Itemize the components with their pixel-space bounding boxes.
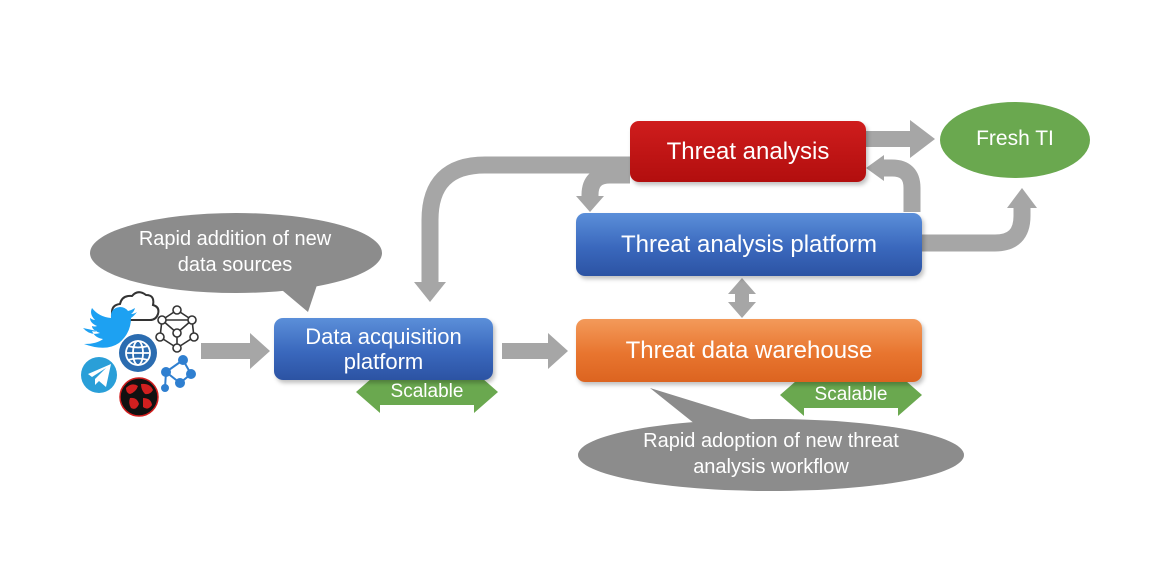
threat-analysis-label: Threat analysis [666, 137, 830, 165]
network-mesh-icon [155, 305, 199, 353]
callout-new-workflow-text: Rapid adoption of new threat analysis wo… [643, 430, 899, 478]
arrow-platform-to-fresh-ti [922, 205, 1031, 252]
globe-icon [119, 334, 157, 372]
threat-analysis-platform-node: Threat analysis platform [576, 213, 922, 276]
arrow-platform-to-analysis [880, 159, 921, 212]
scalable-arrow-acquisition [356, 371, 498, 413]
fresh-ti-shape [940, 102, 1090, 178]
arrow-acquisition-to-warehouse [502, 333, 568, 369]
threat-analysis-platform-label: Threat analysis platform [620, 230, 878, 258]
arrowhead-platform [576, 196, 604, 212]
telegram-icon [81, 357, 117, 393]
curved-arrows [421, 156, 1031, 285]
arrow-analysis-to-fresh-ti [866, 120, 935, 158]
threat-data-warehouse-node: Threat data warehouse [576, 319, 922, 382]
arrow-analysis-to-acquisition [421, 156, 630, 285]
arrow-sources-to-acquisition [201, 333, 270, 369]
world-map-icon [119, 377, 159, 417]
scalable-acquisition-label: Scalable [390, 381, 464, 402]
data-sources [81, 291, 199, 417]
data-acquisition-node: Data acquisition platform [274, 318, 493, 380]
arrowhead-acquisition [414, 282, 446, 302]
fresh-ti-label: Fresh TI [976, 127, 1054, 150]
threat-analysis-node: Threat analysis [630, 121, 866, 182]
flow-arrows [201, 120, 935, 369]
cloud-icon [110, 291, 160, 321]
arrow-platform-warehouse [728, 278, 756, 318]
graph-icon [161, 355, 196, 392]
data-acquisition-label: Data acquisition platform [305, 323, 462, 374]
callout-new-workflow [578, 388, 964, 491]
arrowhead-fresh-ti [1007, 188, 1037, 208]
arrowhead-analysis [866, 155, 884, 181]
threat-data-warehouse-label: Threat data warehouse [625, 336, 873, 364]
scalable-arrow-warehouse [780, 374, 922, 416]
twitter-icon [83, 307, 137, 348]
arrow-analysis-to-platform [581, 166, 630, 200]
callout-new-sources [90, 213, 382, 312]
arrow-heads [414, 155, 1037, 302]
scalable-warehouse-label: Scalable [814, 384, 888, 405]
callout-new-sources-text: Rapid addition of new data sources [138, 228, 332, 276]
